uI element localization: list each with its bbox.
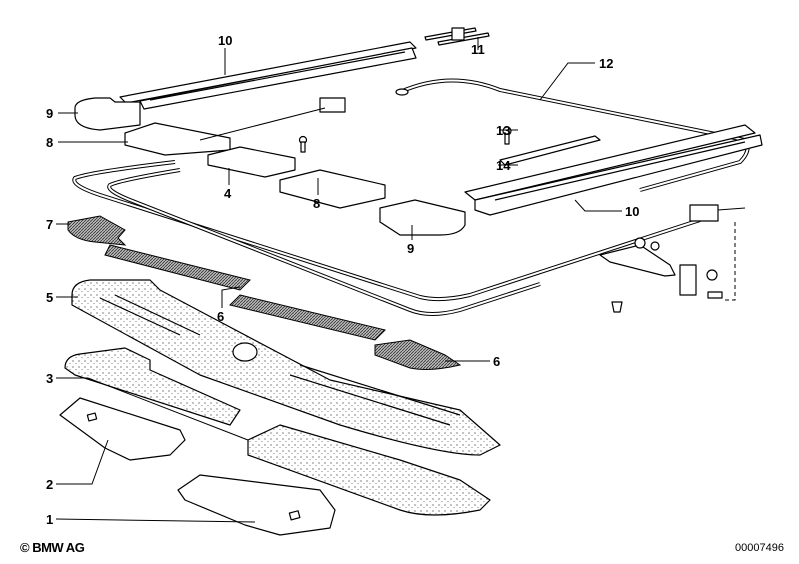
callout-7[interactable]: 7	[46, 217, 54, 232]
hinge-assembly	[599, 204, 746, 313]
callout-14[interactable]: 14	[496, 158, 511, 173]
seal-strip-5-slot	[99, 294, 461, 426]
document-number: 00007496	[735, 542, 784, 554]
guide-rail-right	[464, 124, 763, 216]
slider-plate-9-lower	[379, 199, 466, 236]
seal-strip-5	[71, 279, 501, 456]
felt-strip-6a	[104, 244, 251, 291]
callout-10-top[interactable]: 10	[218, 33, 233, 48]
callout-6-center[interactable]: 6	[217, 309, 225, 324]
callout-8-lower[interactable]: 8	[313, 196, 321, 211]
seal-strip-3-lower	[247, 424, 491, 516]
drive-cable	[72, 160, 701, 316]
leader-lines	[55, 37, 622, 523]
callout-13[interactable]: 13	[496, 123, 511, 138]
slider-plate-4	[207, 146, 296, 178]
seal-frame	[395, 78, 750, 192]
cable-connector	[199, 97, 346, 153]
cover-panel-1	[177, 474, 336, 536]
seal-strip-5-hole	[232, 342, 258, 362]
guide-rail-top	[119, 41, 417, 110]
felt-strip-6b	[229, 294, 386, 341]
cover-panel-2	[59, 397, 186, 461]
felt-strip-6c	[374, 339, 462, 370]
strip-14	[499, 135, 601, 166]
callout-12[interactable]: 12	[599, 56, 614, 71]
screw-13	[502, 126, 512, 145]
callout-9-top[interactable]: 9	[46, 106, 54, 121]
felt-strip-7	[67, 215, 127, 246]
slider-plate-9-top	[74, 97, 141, 131]
callout-11[interactable]: 11	[471, 42, 485, 57]
callout-2[interactable]: 2	[46, 477, 54, 492]
callout-8-top[interactable]: 8	[46, 135, 54, 150]
callout-6-right[interactable]: 6	[493, 354, 501, 369]
callout-5[interactable]: 5	[46, 290, 54, 305]
callout-9-lower[interactable]: 9	[407, 241, 415, 256]
seal-strip-3-upper	[64, 347, 241, 426]
slider-plate-8-lower	[279, 169, 386, 209]
pin-assembly	[424, 27, 490, 46]
callout-10-right[interactable]: 10	[625, 204, 640, 219]
callout-3[interactable]: 3	[46, 371, 54, 386]
slider-plate-8-top	[124, 122, 231, 156]
callout-4[interactable]: 4	[224, 186, 232, 201]
callout-1[interactable]: 1	[46, 512, 54, 527]
copyright-text: © BMW AG	[20, 540, 85, 555]
